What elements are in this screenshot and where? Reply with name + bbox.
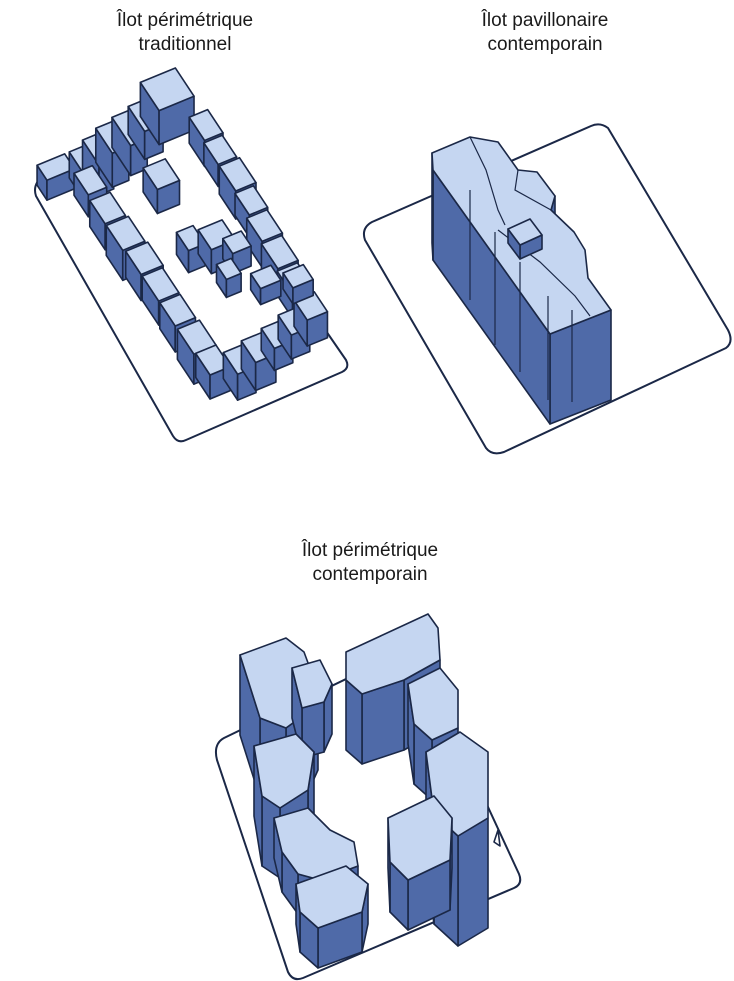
wing-volume [296,866,368,968]
contemporary-perimeter-block-diagram [216,614,520,979]
wing-volume [388,796,452,930]
building-wall [458,818,488,946]
contemporary-pavilion-block-diagram [364,124,731,453]
traditional-perimeter-block-diagram [35,68,347,441]
